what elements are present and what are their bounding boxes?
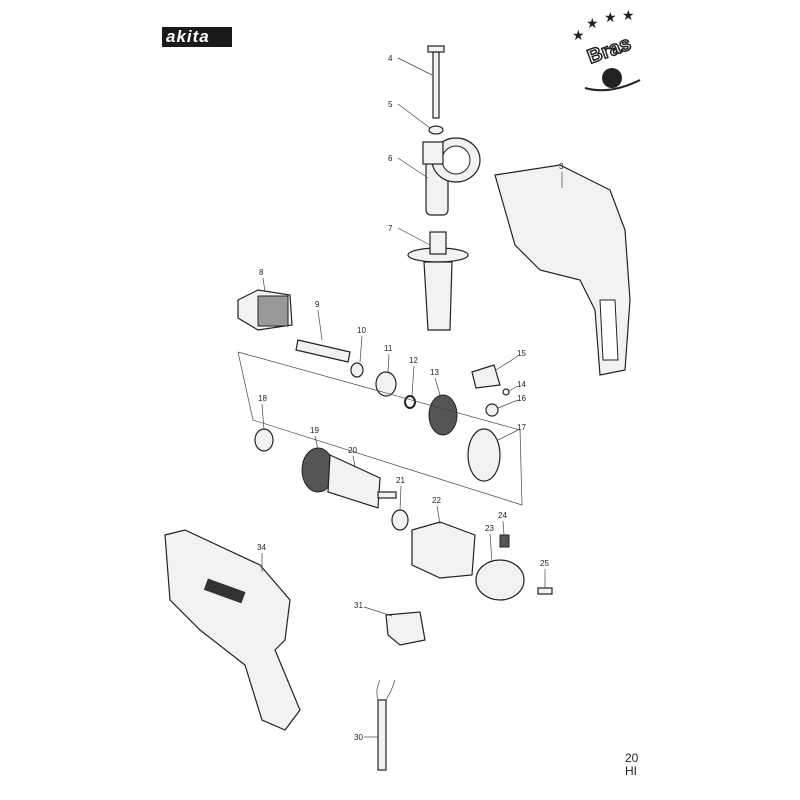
footer-line-2: HI xyxy=(625,764,637,778)
svg-text:★: ★ xyxy=(572,27,585,43)
part-14-ball xyxy=(502,388,510,396)
part-11-bearing xyxy=(375,371,397,397)
part-15-switch-lever xyxy=(471,364,501,389)
part-label-14: 14 xyxy=(517,380,526,389)
brand-logo-text: akita xyxy=(166,27,210,46)
part-label-15: 15 xyxy=(517,349,526,358)
part-7-depth-gauge-handle xyxy=(407,231,469,331)
part-4-bolt xyxy=(427,45,445,119)
svg-text:Bras: Bras xyxy=(585,33,634,69)
part-31-switch xyxy=(385,611,426,646)
part-label-9: 9 xyxy=(315,300,320,309)
part-23-brush-holder xyxy=(475,559,525,601)
part-label-22: 22 xyxy=(432,496,441,505)
brand-logo xyxy=(162,27,232,47)
part-label-5: 5 xyxy=(388,100,393,109)
svg-text:★: ★ xyxy=(604,9,617,25)
part-label-19: 19 xyxy=(310,426,319,435)
part-label-10: 10 xyxy=(357,326,366,335)
part-label-13: 13 xyxy=(430,368,439,377)
part-label-17: 17 xyxy=(517,423,526,432)
fabricado-brasil-badge: ★ ★ ★ ★ Bras xyxy=(572,7,641,92)
part-label-20: 20 xyxy=(348,446,357,455)
part-label-8: 8 xyxy=(259,268,264,277)
part-24-carbon-brush xyxy=(499,534,510,548)
part-5-washer xyxy=(428,125,444,135)
part-labels: 3 4 5 6 7 8 9 10 11 12 13 14 15 16 17 18… xyxy=(257,54,564,742)
part-17-gear-housing xyxy=(467,428,501,482)
part-13-gear xyxy=(428,394,458,436)
part-9-spindle xyxy=(295,339,351,363)
part-label-7: 7 xyxy=(388,224,393,233)
part-label-3: 3 xyxy=(559,162,564,171)
part-8-chuck xyxy=(237,289,293,331)
part-label-11: 11 xyxy=(384,344,393,353)
part-label-23: 23 xyxy=(485,524,494,533)
part-label-30: 30 xyxy=(354,733,363,742)
part-30-cord xyxy=(376,679,396,771)
part-3-housing xyxy=(494,164,631,376)
part-label-4: 4 xyxy=(388,54,393,63)
part-19-20-armature xyxy=(301,447,397,509)
part-label-16: 16 xyxy=(517,394,526,403)
part-12-retaining-ring xyxy=(404,395,416,409)
svg-text:★: ★ xyxy=(586,15,599,31)
footer-line-1: 20 xyxy=(625,751,639,765)
subassembly-bracket xyxy=(237,351,523,506)
part-25-screw xyxy=(537,587,553,595)
part-18-bearing xyxy=(254,428,274,452)
part-label-12: 12 xyxy=(409,356,418,365)
part-21-bearing xyxy=(391,509,409,531)
part-34-housing xyxy=(164,529,301,731)
part-label-25: 25 xyxy=(540,559,549,568)
svg-text:★: ★ xyxy=(622,7,635,23)
part-22-field xyxy=(411,521,476,579)
part-label-31: 31 xyxy=(354,601,363,610)
part-6-side-handle-clamp xyxy=(422,137,481,216)
part-label-24: 24 xyxy=(498,511,507,520)
leader-lines xyxy=(261,57,563,738)
part-10-collar xyxy=(350,362,364,378)
part-label-21: 21 xyxy=(396,476,405,485)
part-label-6: 6 xyxy=(388,154,393,163)
part-label-34: 34 xyxy=(257,543,266,552)
part-16-ring xyxy=(485,403,499,417)
part-label-18: 18 xyxy=(258,394,267,403)
